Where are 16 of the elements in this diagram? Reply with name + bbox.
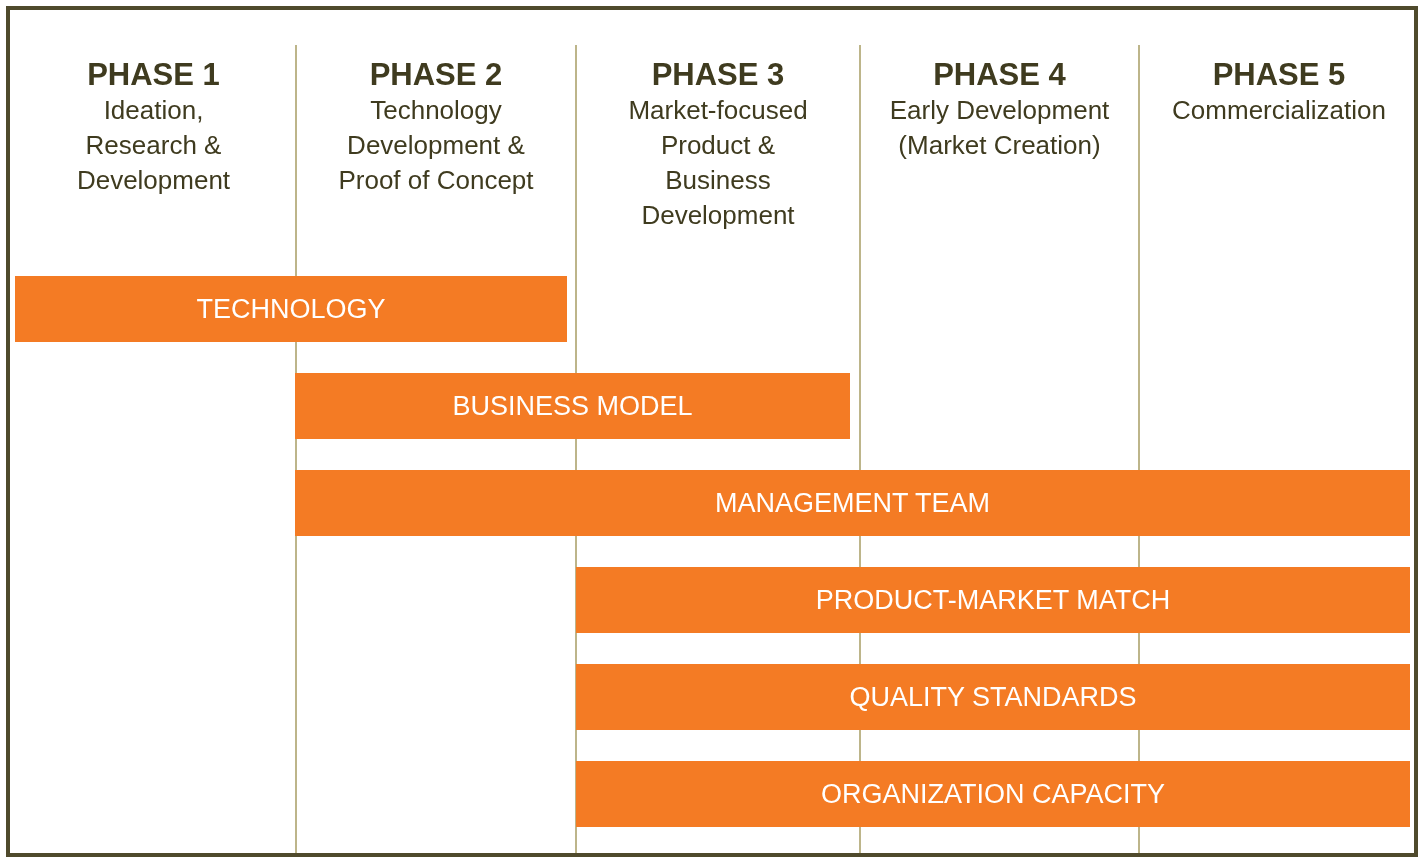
phase-heading: PHASE 4: [933, 57, 1066, 93]
phase-bar: TECHNOLOGY: [15, 276, 567, 342]
phase-heading: PHASE 5: [1212, 57, 1346, 93]
phase-bar: ORGANIZATION CAPACITY: [576, 761, 1410, 827]
phase-heading: PHASE 3: [651, 57, 785, 93]
phase-heading: PHASE 1: [87, 57, 220, 93]
phase-heading: PHASE 2: [369, 57, 503, 93]
phase-description: Technology Development & Proof of Concept: [337, 94, 535, 197]
phase-description: Ideation, Research & Development: [75, 94, 232, 197]
phase-bar: MANAGEMENT TEAM: [295, 470, 1410, 536]
phase-bar: BUSINESS MODEL: [295, 373, 850, 439]
phase-description: Commercialization: [1172, 94, 1386, 127]
phase-bar: QUALITY STANDARDS: [576, 664, 1410, 730]
phase-bar: PRODUCT-MARKET MATCH: [576, 567, 1410, 633]
phase-description: Market-focused Product & Business Development: [627, 94, 809, 232]
phase-description: Early Development (Market Creation): [888, 94, 1111, 162]
